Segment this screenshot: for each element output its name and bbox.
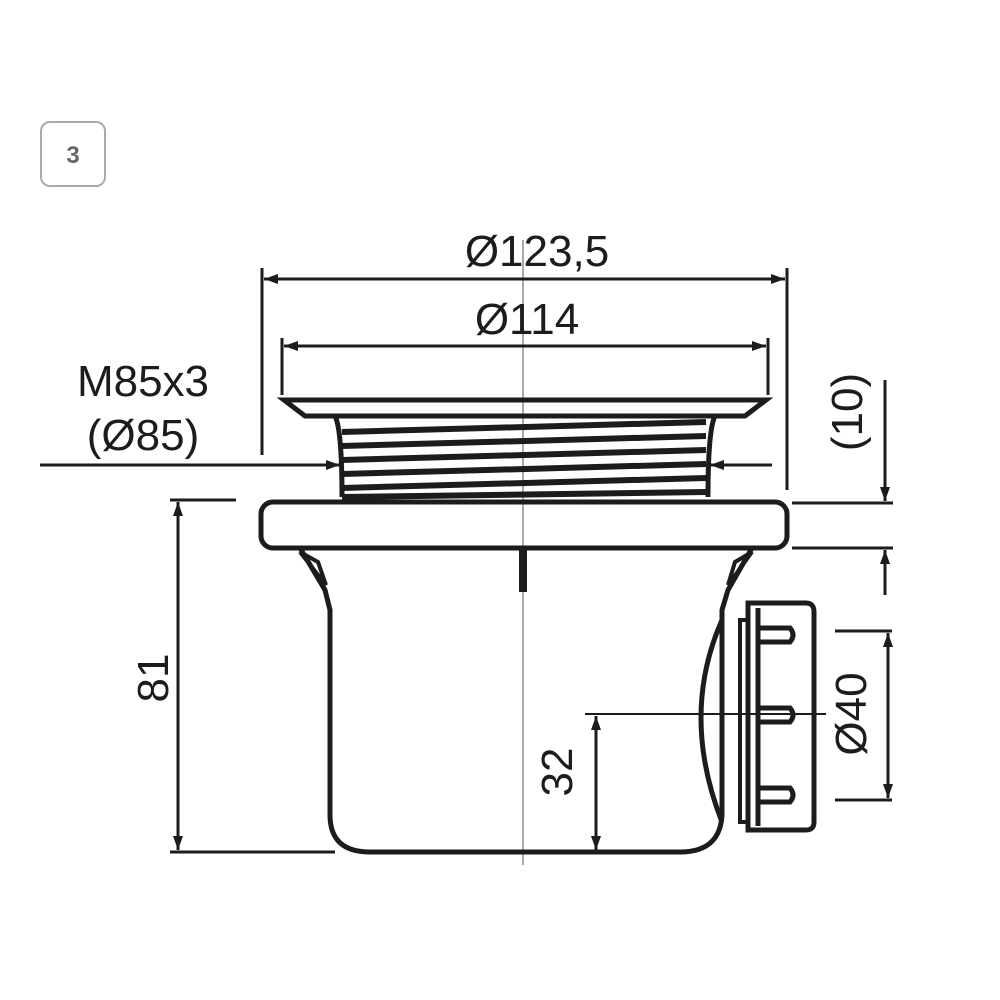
thread	[341, 419, 707, 500]
figure-number: 3	[66, 142, 79, 169]
dimension-outlet-height: 32	[533, 713, 826, 850]
thread-diameter-label: (Ø85)	[87, 411, 199, 460]
ring-height-label: (10)	[823, 373, 872, 451]
dimension-flange-diameter: Ø114	[280, 295, 770, 395]
outer-diameter-label: Ø123,5	[465, 227, 609, 276]
outlet-height-label: 32	[533, 748, 582, 797]
drain-body	[258, 397, 790, 855]
dimension-outlet-diameter: Ø40	[827, 629, 893, 802]
height-label: 81	[129, 654, 178, 703]
flange-diameter-label: Ø114	[475, 295, 579, 344]
dimension-outer-diameter: Ø123,5	[260, 227, 789, 490]
outlet-connector	[698, 600, 817, 833]
dimension-ring-height: (10)	[792, 373, 893, 595]
thread-label: M85x3	[77, 357, 209, 406]
dimension-height: 81	[129, 498, 335, 854]
outlet-diameter-label: Ø40	[827, 672, 876, 755]
dimension-thread: M85x3 (Ø85)	[40, 357, 772, 470]
figure-number-badge: 3	[40, 121, 106, 187]
